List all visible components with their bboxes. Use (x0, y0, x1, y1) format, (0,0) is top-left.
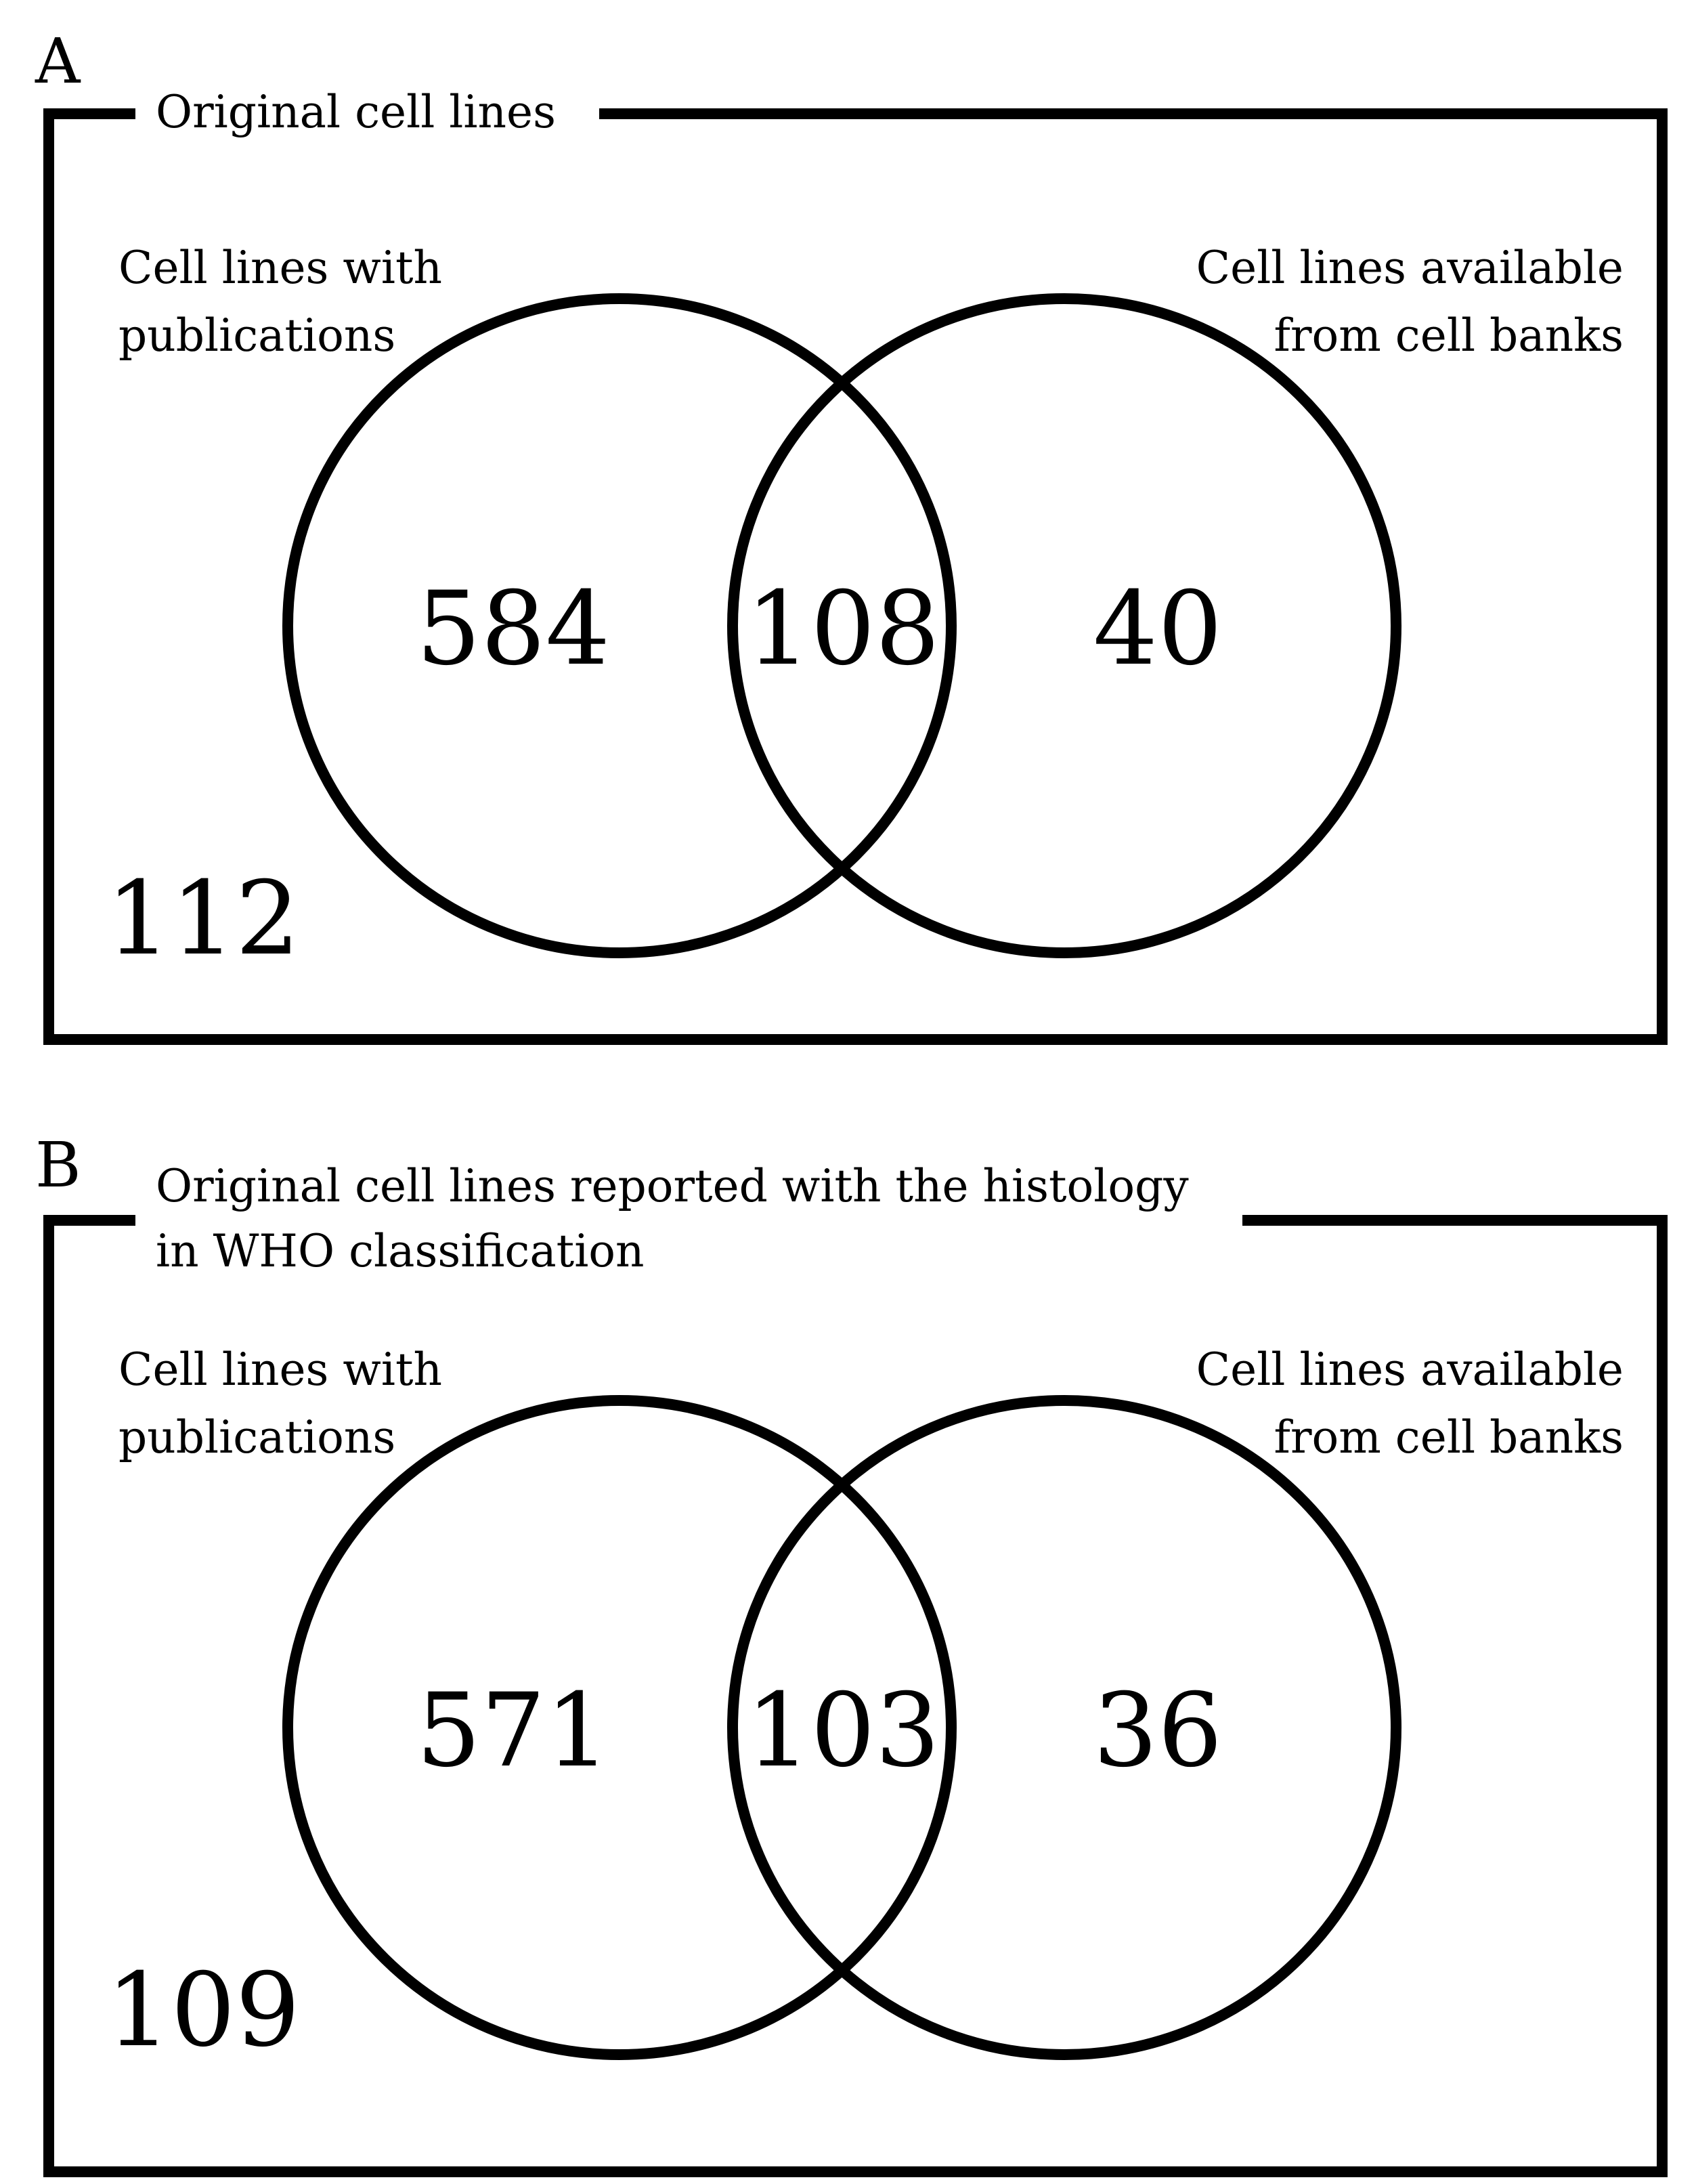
venn-diagram-b: B Original cell lines reported with the … (35, 1129, 1668, 2177)
right-set-label-b-line-2: from cell banks (1274, 1411, 1624, 1463)
venn-panel-a: A Original cell lines Cell lines with pu… (35, 25, 1668, 1045)
count-neither-b: 109 (106, 1952, 300, 2070)
panel-letter-b: B (35, 1129, 81, 1201)
count-right-only-a: 40 (1093, 570, 1223, 688)
right-set-circle-a (727, 293, 1401, 958)
count-both-a: 108 (746, 570, 940, 688)
right-set-label-b-line-1: Cell lines available (1196, 1344, 1624, 1396)
panel-frame-b (43, 1215, 1668, 2177)
right-set-circle-b (727, 1395, 1401, 2060)
left-set-label-a-line-1: Cell lines with (118, 242, 442, 294)
left-set-label-b-line-2: publications (118, 1411, 395, 1463)
panel-title-a-line-1: Original cell lines (156, 86, 556, 138)
panel-title-b-line-1: Original cell lines reported with the hi… (156, 1160, 1189, 1212)
left-set-circle-b (282, 1395, 957, 2060)
panel-letter-a: A (35, 25, 81, 98)
venn-panel-b: B Original cell lines reported with the … (0, 1092, 1696, 2183)
left-set-label-a-line-2: publications (118, 309, 395, 362)
panel-title-b-line-2: in WHO classification (156, 1225, 645, 1277)
right-set-label-a-line-1: Cell lines available (1196, 242, 1624, 294)
venn-diagram-a: A Original cell lines Cell lines with pu… (35, 25, 1668, 1045)
right-set-label-a-line-2: from cell banks (1274, 309, 1624, 362)
count-right-only-b: 36 (1093, 1672, 1223, 1790)
count-left-only-b: 571 (416, 1672, 610, 1790)
panel-frame-a (43, 108, 1668, 1045)
left-set-label-b-line-1: Cell lines with (118, 1344, 442, 1396)
left-set-circle-a (282, 293, 957, 958)
count-neither-a: 112 (106, 860, 300, 978)
count-left-only-a: 584 (416, 570, 610, 688)
count-both-b: 103 (746, 1672, 940, 1790)
